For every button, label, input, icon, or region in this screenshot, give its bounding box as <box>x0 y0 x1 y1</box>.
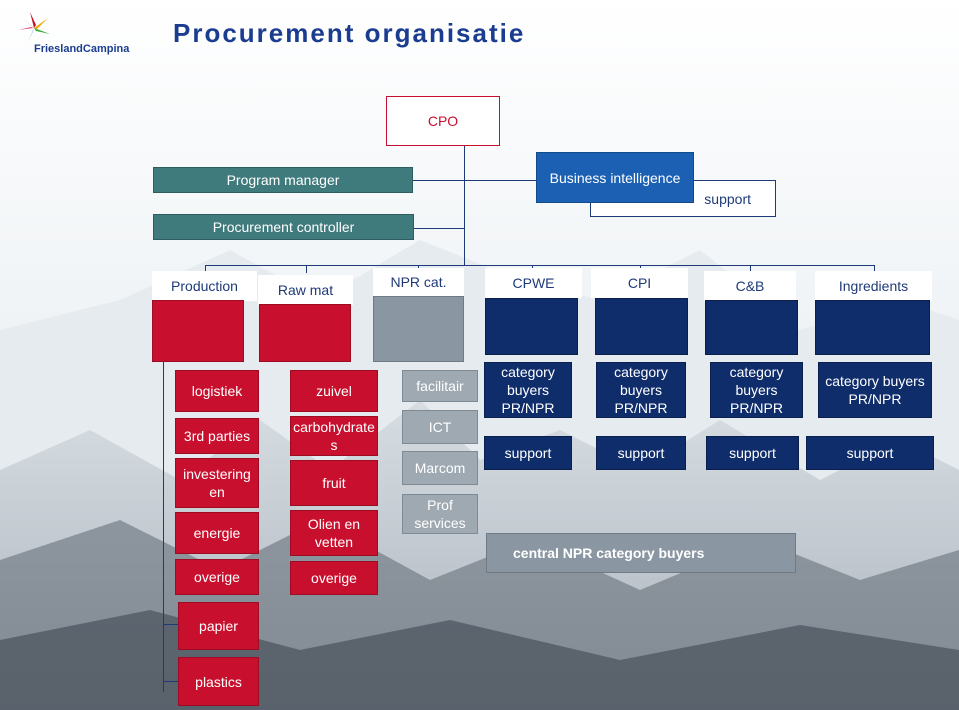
production-block <box>152 300 244 362</box>
category-cpi: CPI <box>591 268 688 298</box>
support-box: support <box>706 436 799 470</box>
category-buyers-box: category buyers PR/NPR <box>710 362 803 418</box>
production-item: 3rd parties <box>175 418 259 454</box>
production-item: overige <box>175 559 259 595</box>
page-title: Procurement organisatie <box>173 18 526 48</box>
production-item: plastics <box>178 657 259 706</box>
category-npr: NPR cat. <box>373 268 464 296</box>
category-buyers-box: category buyers PR/NPR <box>596 362 686 418</box>
category-buyers-box: category buyers PR/NPR <box>818 362 932 418</box>
procurement-controller-box: Procurement controller <box>153 214 414 240</box>
category-cpwe: CPWE <box>485 268 582 298</box>
program-manager-box: Program manager <box>153 167 413 193</box>
cpo-box: CPO <box>386 96 500 146</box>
cpi-block <box>595 298 688 355</box>
raw-mat-item: overige <box>290 561 378 595</box>
raw-mat-block <box>259 304 351 362</box>
category-raw-mat: Raw mat <box>258 275 353 305</box>
raw-mat-item: Olien en vetten <box>290 510 378 556</box>
business-intelligence-box: Business intelligence <box>536 152 694 203</box>
svg-text:FrieslandCampina: FrieslandCampina <box>34 43 130 55</box>
npr-item: Marcom <box>402 451 478 485</box>
category-buyers-box: category buyers PR/NPR <box>484 362 572 418</box>
ingredients-block <box>815 300 930 355</box>
npr-item: facilitair <box>402 370 478 402</box>
raw-mat-item: zuivel <box>290 370 378 412</box>
production-item: logistiek <box>175 370 259 412</box>
category-cb: C&B <box>704 271 796 301</box>
cpwe-block <box>485 298 578 355</box>
production-item: energie <box>175 512 259 554</box>
raw-mat-item: fruit <box>290 460 378 506</box>
central-npr-box: central NPR category buyers <box>486 533 796 573</box>
support-box: support <box>806 436 934 470</box>
cb-block <box>705 300 798 355</box>
category-production: Production <box>152 271 257 301</box>
npr-item: Prof services <box>402 494 478 534</box>
support-box: support <box>484 436 572 470</box>
raw-mat-item: carbohydrate s <box>290 416 378 456</box>
production-item: papier <box>178 602 259 650</box>
frieslandcampina-logo: FrieslandCampina <box>18 12 130 55</box>
category-ingredients: Ingredients <box>815 271 932 301</box>
production-item: investering en <box>175 458 259 508</box>
npr-block <box>373 296 464 362</box>
support-box: support <box>596 436 686 470</box>
npr-item: ICT <box>402 410 478 444</box>
